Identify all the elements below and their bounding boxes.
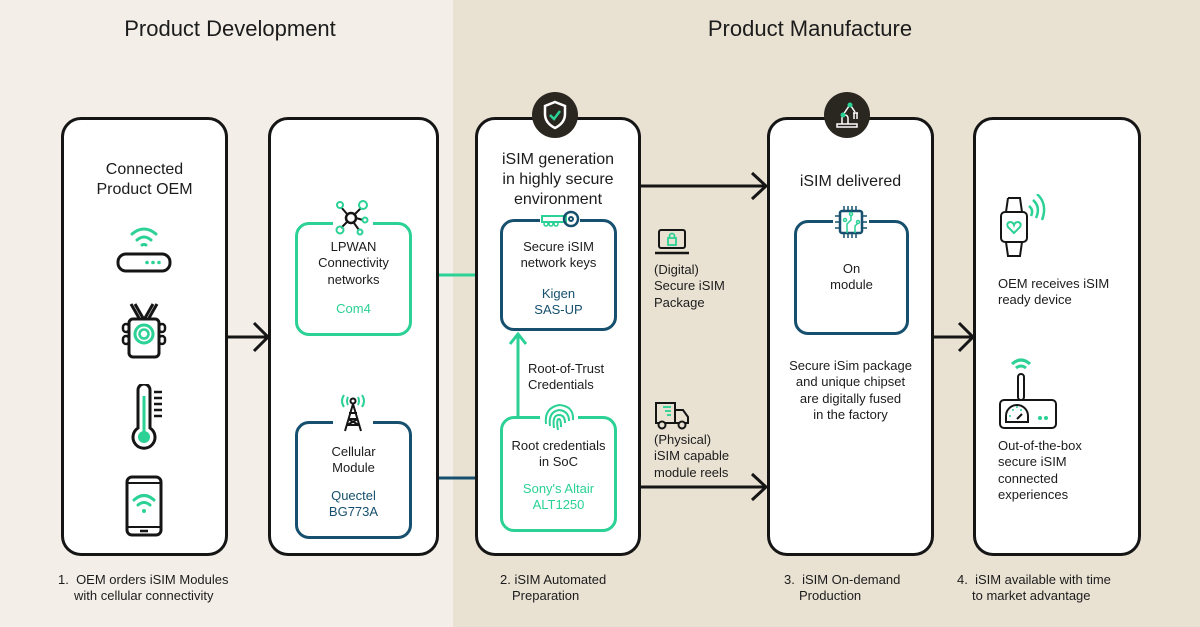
step-3-line1: 3. iSIM On-demand — [784, 572, 901, 587]
step-1-line2: with cellular connectivity — [74, 588, 214, 603]
cellular-vendor-line2: BG773A — [328, 504, 379, 520]
rot-label-line2: Credentials — [528, 377, 594, 393]
card3-title-line1: iSIM generation — [501, 151, 615, 168]
step-2-line1: 2. iSIM Automated — [500, 572, 607, 587]
step-3: 3. iSIM On-demand Production — [784, 572, 900, 604]
keys-vendor-line2: SAS-UP — [534, 302, 583, 318]
digital-label: (Digital) Secure iSIM Package — [654, 262, 764, 311]
cellular-line2: Module — [332, 460, 375, 476]
cellular-line1: Cellular — [331, 444, 376, 459]
physical-line3: module reels — [654, 464, 729, 480]
soc-vendor: Sony's Altair ALT1250 — [499, 481, 618, 514]
card4-title: iSIM delivered — [799, 173, 902, 190]
lpwan-line3: networks — [327, 271, 380, 287]
card5-item2-line3: connected — [998, 470, 1058, 486]
physical-line2: iSIM capable — [654, 448, 730, 464]
card-isim-delivered: iSIM delivered On module Secure iSim pac… — [767, 117, 934, 556]
step-1-line1: 1. OEM orders iSIM Modules — [58, 572, 229, 587]
section-title-development: Product Development — [124, 16, 336, 41]
step-2-line2: Preparation — [512, 588, 580, 603]
soc-vendor-line1: Sony's Altair — [522, 481, 595, 496]
step-4-line2: to market advantage — [972, 588, 1091, 603]
smartphone-wifi-icon — [125, 475, 163, 537]
card-isim-generation: iSIM generation in highly secure environ… — [475, 117, 641, 556]
keys-line2: network keys — [520, 255, 597, 271]
cellular-vendor-line1: Quectel — [331, 488, 376, 503]
step-3-line2: Production — [799, 588, 862, 603]
card1-title-line2: Product OEM — [96, 181, 193, 198]
physical-line1: (Physical) — [654, 432, 712, 447]
card5-item2-line2: secure iSIM — [998, 454, 1067, 470]
cellular-box: Cellular Module Quectel BG773A — [295, 421, 412, 539]
digital-line2: Secure iSIM — [654, 278, 725, 294]
thermometer-icon — [131, 384, 162, 450]
physical-label: (Physical) iSIM capable module reels — [654, 432, 764, 481]
step-1: 1. OEM orders iSIM Modules with cellular… — [58, 572, 229, 604]
card1-title: Connected Product OEM — [64, 160, 225, 200]
laptop-lock-icon — [655, 229, 689, 255]
fingerprint-icon — [540, 400, 578, 434]
keys-label: Secure iSIM network keys — [503, 239, 614, 272]
key-icon — [540, 209, 580, 229]
lpwan-line1: LPWAN — [330, 239, 377, 254]
lpwan-box: LPWAN Connectivity networks Com4 — [295, 222, 412, 336]
module-line1: On — [842, 261, 861, 276]
step-4-line1: 4. iSIM available with time — [957, 572, 1111, 587]
robot-arm-badge — [824, 92, 870, 138]
rot-label: Root-of-Trust Credentials — [528, 361, 638, 394]
lpwan-label: LPWAN Connectivity networks — [298, 239, 409, 288]
card4-desc-line1: Secure iSim package — [789, 358, 912, 373]
module-label: On module — [797, 261, 906, 294]
card5-item2-line1: Out-of-the-box — [998, 438, 1082, 453]
shield-check-icon — [543, 100, 567, 130]
card5-item1-line1: OEM receives iSIM — [998, 276, 1110, 291]
step-2: 2. iSIM Automated Preparation — [500, 572, 606, 604]
router-icon — [116, 227, 172, 273]
card-connected-oem: Connected Product OEM — [61, 117, 228, 556]
card-oem-receives: OEM receives iSIM ready device Out-of-th… — [973, 117, 1141, 556]
chip-icon — [833, 204, 869, 240]
network-hub-icon — [333, 198, 373, 238]
card4-desc-line4: in the factory — [813, 406, 888, 422]
card4-desc-line3: are digitally fused — [799, 390, 902, 406]
card5-item1-line2: ready device — [998, 292, 1072, 308]
robot-arm-icon — [836, 102, 858, 128]
soc-box: Root credentials in SoC Sony's Altair AL… — [500, 416, 617, 532]
card4-description: Secure iSim package and unique chipset a… — [770, 358, 931, 423]
digital-line3: Package — [654, 294, 705, 310]
card5-item2-line4: experiences — [998, 486, 1069, 502]
section-title-manufacture: Product Manufacture — [707, 16, 913, 41]
card3-title-line3: environment — [513, 191, 603, 208]
soc-line1: Root credentials — [511, 438, 606, 453]
soc-vendor-line2: ALT1250 — [532, 497, 585, 513]
card5-item2-label: Out-of-the-box secure iSIM connected exp… — [998, 438, 1138, 503]
step-4: 4. iSIM available with time to market ad… — [957, 572, 1111, 604]
tracker-device-icon — [121, 303, 167, 359]
card1-title-line1: Connected — [105, 161, 184, 178]
card5-item1-label: OEM receives iSIM ready device — [998, 276, 1138, 309]
cellular-vendor: Quectel BG773A — [298, 488, 409, 521]
soc-line2: in SoC — [538, 454, 579, 470]
lpwan-line2: Connectivity — [318, 255, 389, 271]
card-connectivity: LPWAN Connectivity networks Com4 Cellula… — [268, 117, 439, 556]
rot-label-line1: Root-of-Trust — [528, 361, 605, 376]
arrow-rot-to-keys — [508, 331, 528, 416]
delivery-truck-icon — [655, 402, 689, 430]
keys-line1: Secure iSIM — [523, 239, 594, 254]
cellular-label: Cellular Module — [298, 444, 409, 477]
shield-badge — [532, 92, 578, 138]
soc-label: Root credentials in SoC — [499, 438, 618, 471]
module-line2: module — [830, 277, 873, 293]
cell-tower-icon — [333, 391, 373, 433]
meter-device-icon — [999, 358, 1057, 429]
card3-title-line2: in highly secure — [502, 171, 614, 188]
card4-desc-line2: and unique chipset — [795, 374, 906, 390]
card3-title: iSIM generation in highly secure environ… — [478, 150, 638, 210]
keys-vendor-line1: Kigen — [541, 286, 576, 301]
smartwatch-icon — [1000, 194, 1046, 257]
lpwan-vendor: Com4 — [336, 301, 371, 316]
keys-box: Secure iSIM network keys Kigen SAS-UP — [500, 219, 617, 331]
digital-line1: (Digital) — [654, 262, 699, 277]
keys-vendor: Kigen SAS-UP — [503, 286, 614, 319]
